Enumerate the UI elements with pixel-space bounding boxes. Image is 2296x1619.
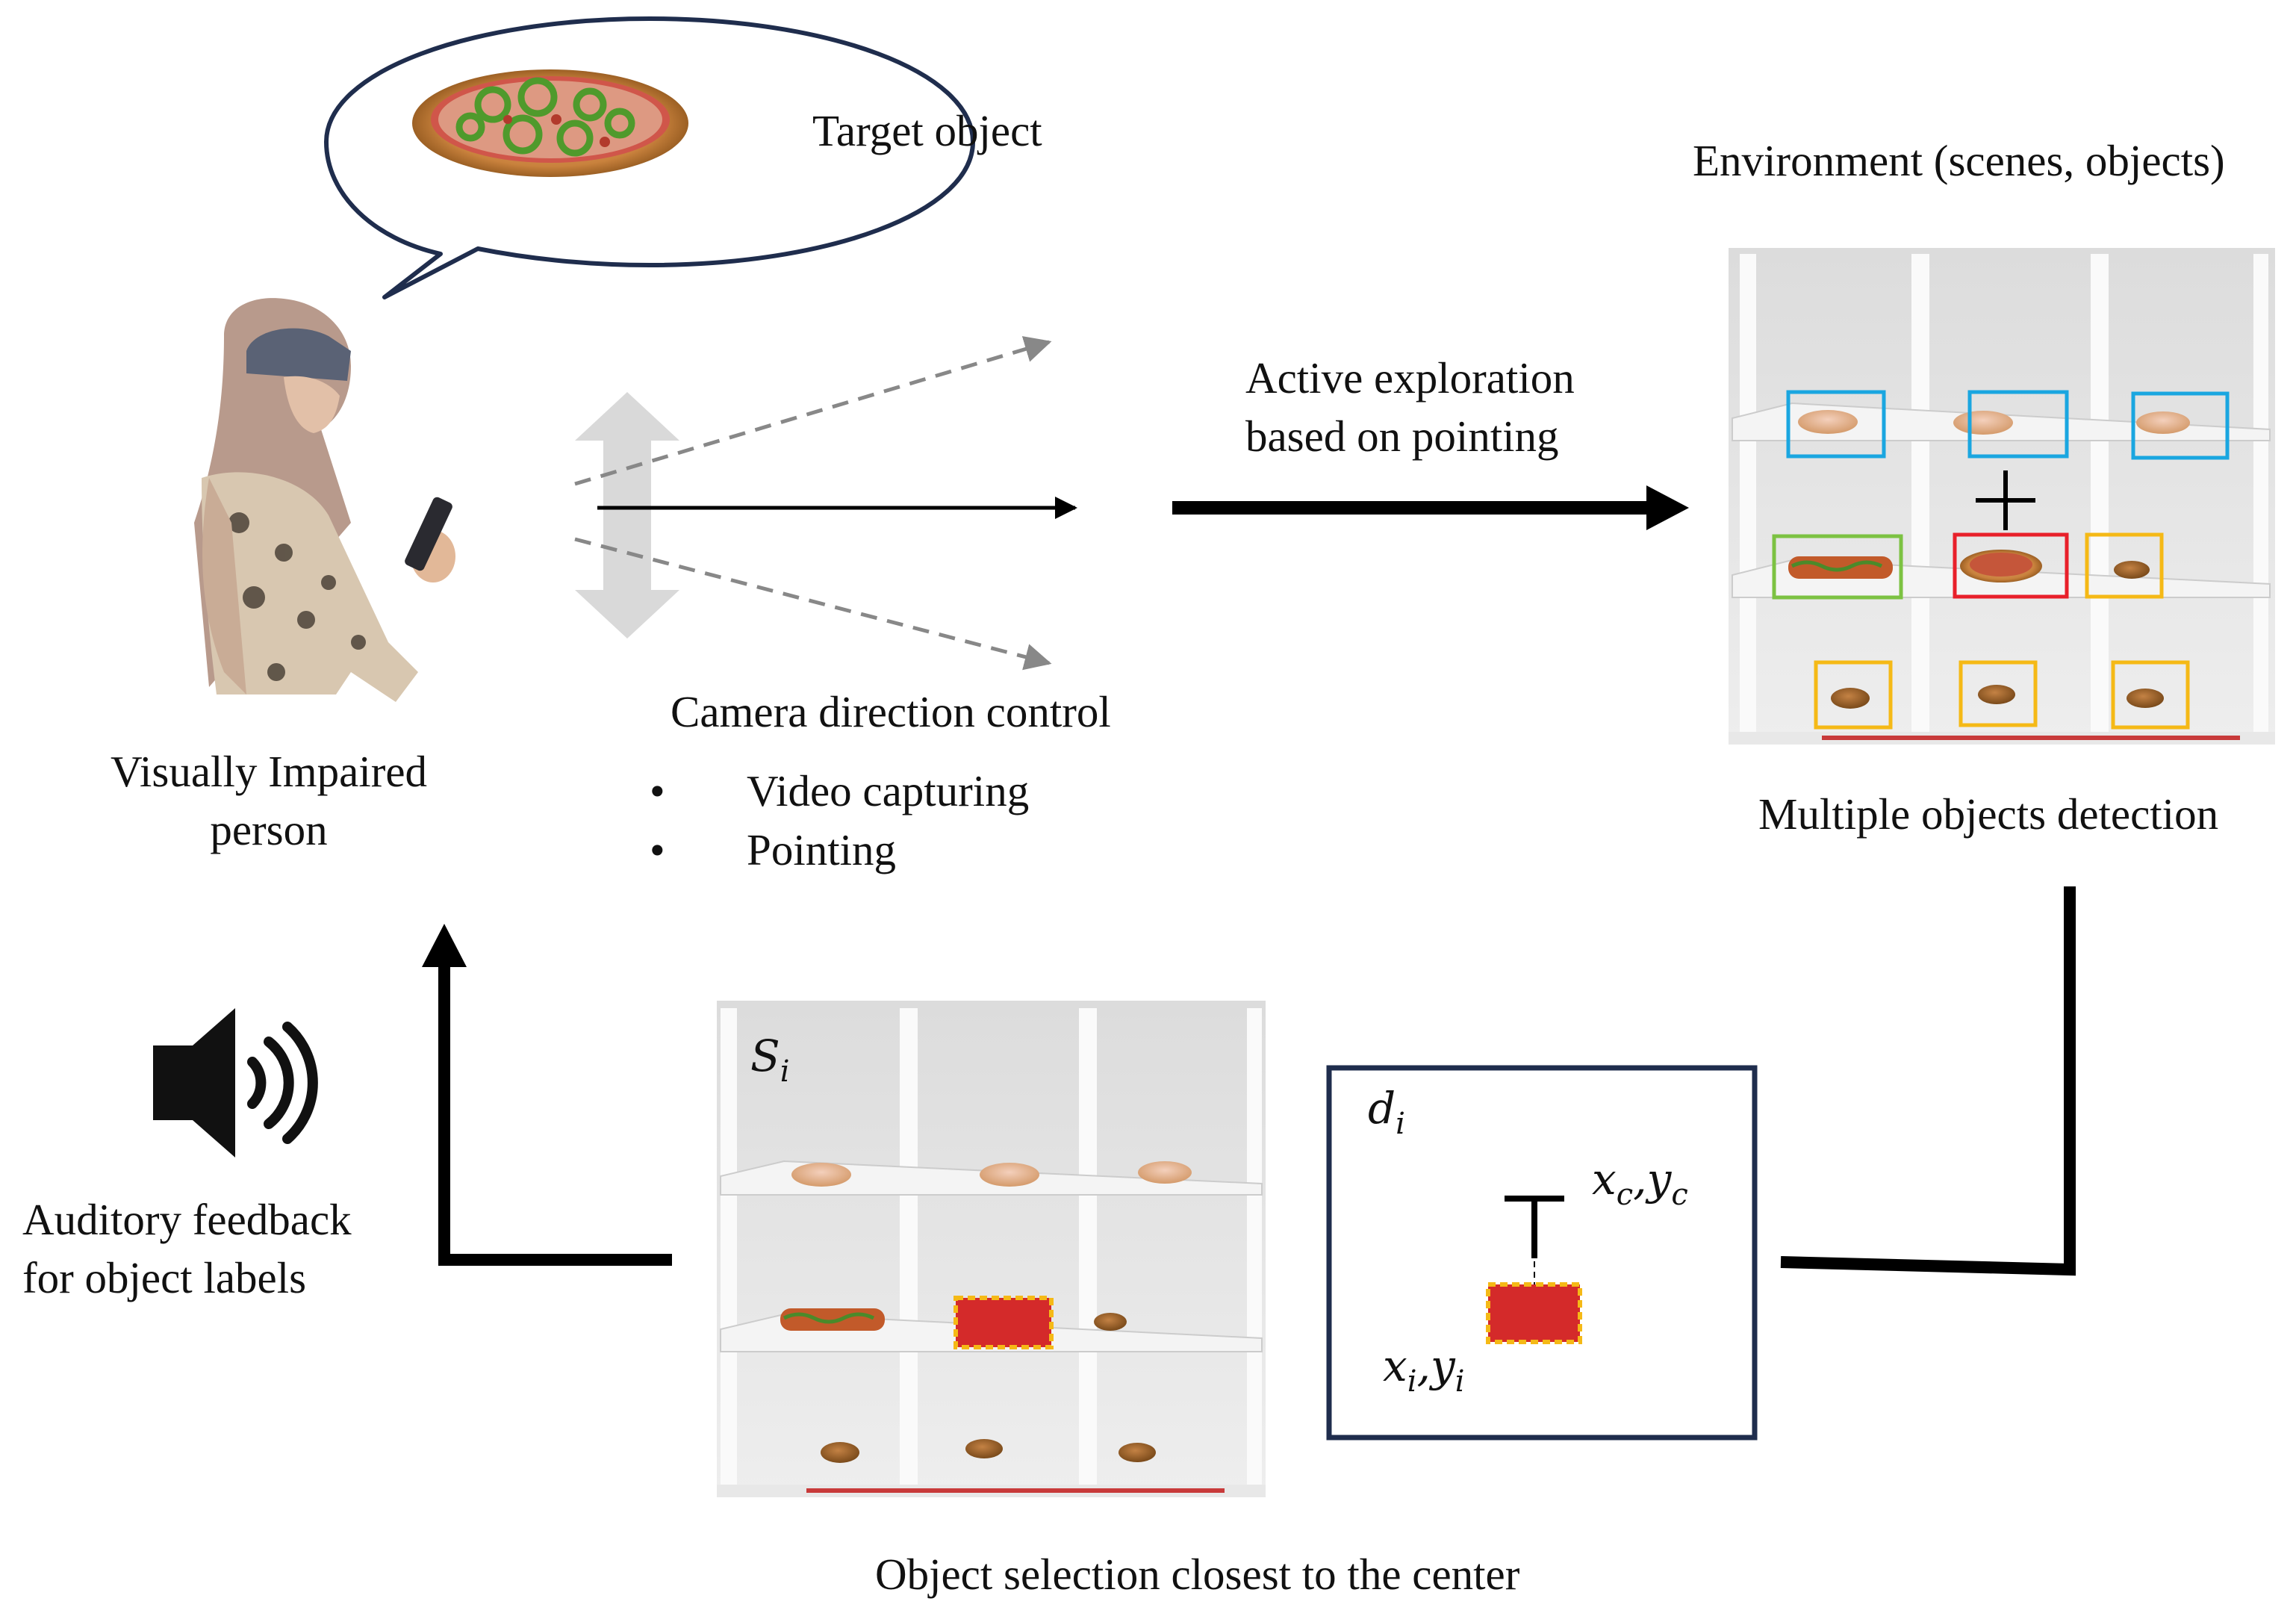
detection-box [2085,532,2164,599]
shelf-photo [1729,248,2275,745]
camera-direction-arrows [574,336,1077,671]
environment-label: Environment (scenes, objects) [1693,136,2225,185]
camera-control-label: Camera direction control [671,687,1111,736]
detection-box [1967,390,2069,459]
object-sep: , [1416,1340,1431,1391]
bullet-dot: • [650,766,665,815]
person-figure [194,298,455,702]
object-coordinates: xi,yi [1383,1340,1465,1399]
object-y-sub: i [1455,1364,1465,1399]
detection-box [1959,660,2038,727]
distance-symbol: di [1368,1083,1405,1141]
detection-to-distance-arrow [1780,886,2076,1276]
object-x-sub: i [1407,1364,1417,1399]
feedback-arrow [422,924,672,1266]
selection-label: Object selection closest to the center [875,1550,1520,1599]
person-label-line: Visually Impaired [110,747,428,796]
person-label: Visually Impaired person [71,743,467,860]
detection-label: Multiple objects detection [1758,789,2219,839]
pizza-image [412,69,688,177]
auditory-line: Auditory feedback [22,1195,352,1244]
target-object-label: Target object [812,106,1042,155]
distance-symbol-sub: i [1396,1107,1405,1141]
active-exploration-line: based on pointing [1245,411,1559,461]
center-y-sub: c [1671,1178,1688,1212]
center-sep: , [1633,1154,1647,1205]
active-exploration-label: Active exploration based on pointing [1245,349,1575,466]
center-x-sub: c [1616,1178,1634,1212]
speaker-icon [153,1008,318,1157]
detection-box [2111,660,2190,730]
detection-box [1786,390,1886,459]
object-x: x [1383,1340,1407,1391]
center-coordinates: xc,yc [1592,1154,1688,1212]
scene-symbol: Si [750,1031,790,1089]
detection-box [1772,534,1903,600]
exploration-arrow [1172,485,1689,530]
camera-up-down-arrow [575,392,679,638]
object-y: y [1430,1340,1455,1391]
center-y: y [1646,1154,1672,1205]
bullet-text: Pointing [747,825,896,874]
scene-symbol-sub: i [780,1054,790,1089]
active-exploration-line: Active exploration [1245,353,1575,403]
scene-symbol-main: S [750,1031,780,1081]
bullet-text: Video capturing [747,766,1030,815]
distance-panel [1326,1065,1758,1441]
selection-shelf-photo [717,1001,1266,1497]
distance-symbol-main: d [1368,1083,1396,1134]
detection-box [2131,391,2230,460]
auditory-label: Auditory feedback for object labels [22,1191,352,1308]
auditory-line: for object labels [22,1252,307,1302]
person-label-line: person [210,804,328,854]
bullet-dot: • [650,825,665,874]
detection-box [1953,532,2069,599]
detection-box [1814,660,1893,730]
center-x: x [1592,1154,1617,1205]
